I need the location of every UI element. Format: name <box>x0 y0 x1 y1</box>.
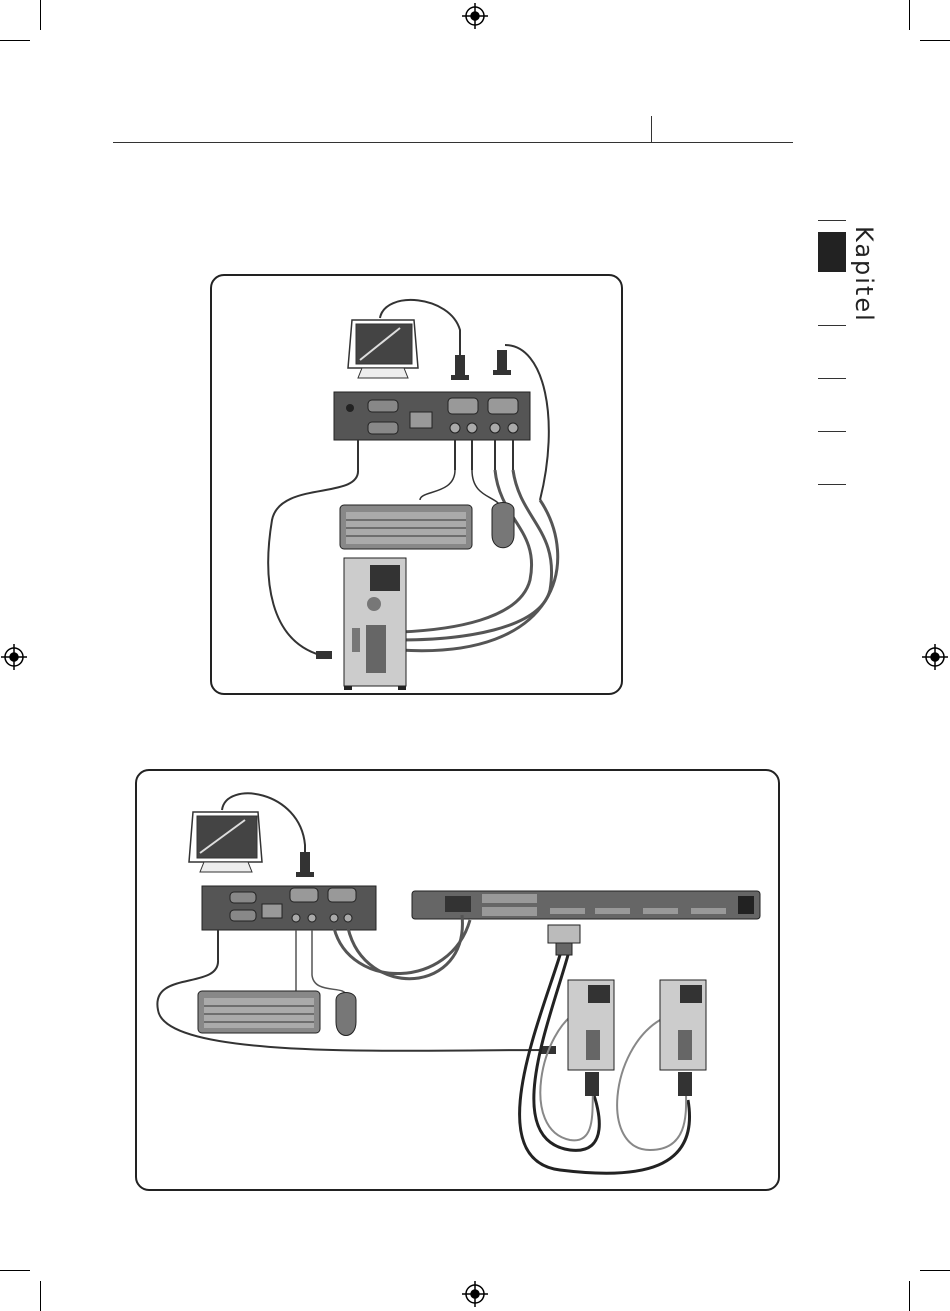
mouse-icon <box>336 993 356 1036</box>
monitor-icon <box>189 812 262 872</box>
computer-tower-icon <box>568 980 614 1096</box>
kvm-extender-icon <box>202 886 376 930</box>
keyboard-icon <box>340 505 472 549</box>
computer-tower-icon <box>660 980 706 1096</box>
mouse-icon <box>492 503 514 548</box>
keyboard-icon <box>198 991 320 1033</box>
computer-tower-icon <box>344 558 406 690</box>
monitor-icon <box>348 320 418 378</box>
kvm-extender-icon <box>334 392 530 440</box>
rack-kvm-switch-icon <box>412 891 760 919</box>
